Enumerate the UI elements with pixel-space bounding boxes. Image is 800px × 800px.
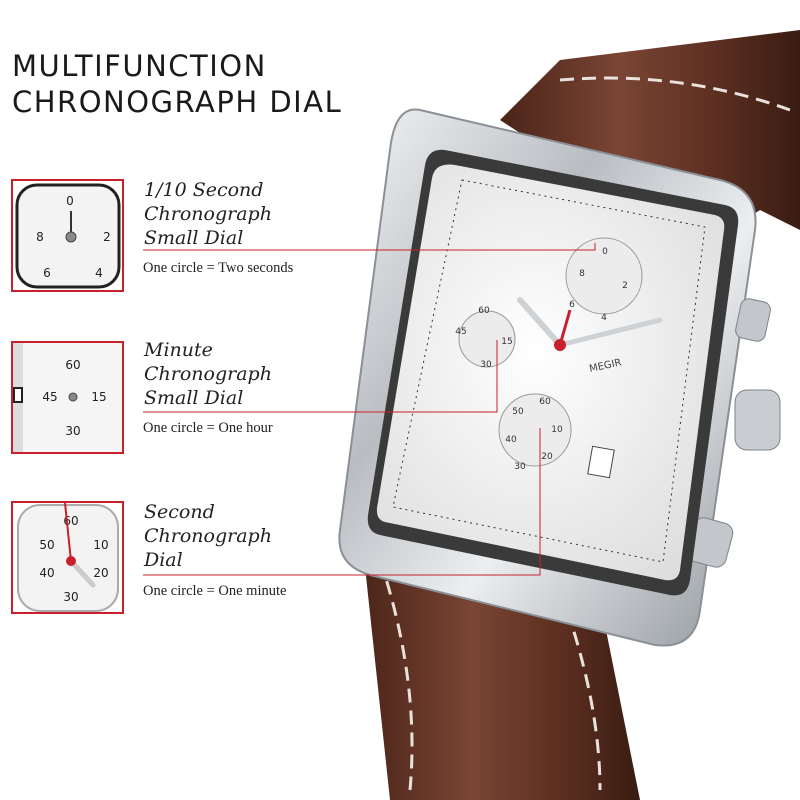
feature-title-second: Second Chronograph Dial xyxy=(144,501,272,571)
headline-line-2: CHRONOGRAPH DIAL xyxy=(12,85,343,119)
subdial-thumbnail-minute: 60 15 30 45 xyxy=(11,341,124,454)
svg-text:20: 20 xyxy=(541,452,553,462)
dial-label: 60 xyxy=(65,358,80,372)
feature-description-tenth-second: One circle = Two seconds xyxy=(143,260,294,276)
dial-label: 30 xyxy=(63,590,78,604)
svg-text:15: 15 xyxy=(501,337,512,347)
svg-text:0: 0 xyxy=(602,247,608,257)
dial-label: 20 xyxy=(93,566,108,580)
dial-label: 2 xyxy=(103,230,111,244)
dial-label: 15 xyxy=(91,390,106,404)
subdial-thumbnail-second: 60 10 20 30 40 50 xyxy=(11,501,124,614)
dial-label: 40 xyxy=(39,566,54,580)
dial-label: 4 xyxy=(95,266,103,280)
dial-label: 6 xyxy=(43,266,51,280)
subdial-thumbnail-tenth-second: 0 2 4 6 8 xyxy=(11,179,124,292)
feature-title-tenth-second: 1/10 Second Chronograph Small Dial xyxy=(144,179,272,249)
svg-text:45: 45 xyxy=(455,327,466,337)
dial-label: 45 xyxy=(42,390,57,404)
svg-text:6: 6 xyxy=(569,300,575,310)
feature-description-minute: One circle = One hour xyxy=(143,420,273,436)
svg-text:8: 8 xyxy=(579,269,585,279)
feature-title-minute: Minute Chronograph Small Dial xyxy=(144,339,272,409)
dial-label: 0 xyxy=(66,194,74,208)
headline-line-1: MULTIFUNCTION xyxy=(12,49,267,83)
svg-text:4: 4 xyxy=(601,313,607,323)
svg-text:2: 2 xyxy=(622,281,628,291)
svg-text:30: 30 xyxy=(480,360,492,370)
dial-label: 50 xyxy=(39,538,54,552)
dial-label: 8 xyxy=(36,230,44,244)
svg-text:60: 60 xyxy=(539,397,551,407)
svg-text:30: 30 xyxy=(514,462,526,472)
svg-text:40: 40 xyxy=(505,435,517,445)
dial-label: 10 xyxy=(93,538,108,552)
headline: MULTIFUNCTION CHRONOGRAPH DIAL xyxy=(12,48,342,120)
dial-label: 30 xyxy=(65,424,80,438)
svg-text:50: 50 xyxy=(512,407,524,417)
svg-text:60: 60 xyxy=(478,306,490,316)
svg-text:10: 10 xyxy=(551,425,563,435)
feature-description-second: One circle = One minute xyxy=(143,583,287,599)
